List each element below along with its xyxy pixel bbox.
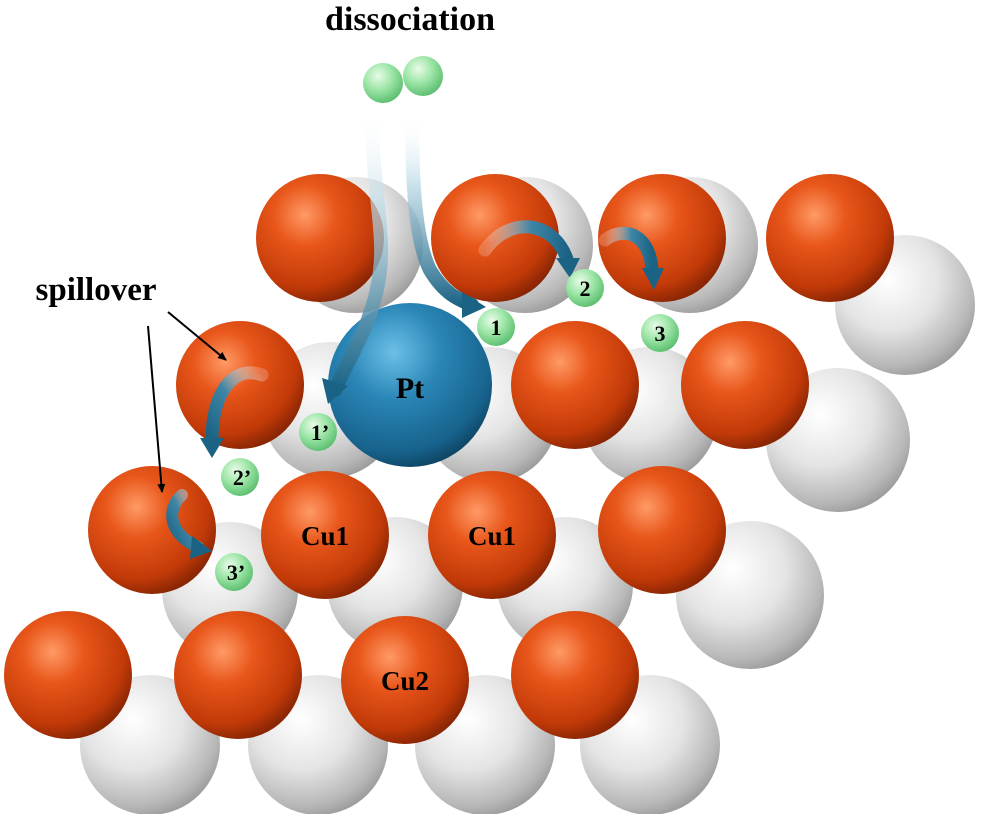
cu1-left-label: Cu1	[301, 521, 349, 551]
dissociation-arrows	[322, 103, 486, 404]
arc-2p-to-3p	[166, 489, 204, 553]
dissociation-label: dissociation	[325, 1, 495, 38]
pointer-line	[147, 325, 166, 493]
copper-layer	[4, 174, 894, 744]
arrowhead	[556, 258, 580, 278]
cu-atom	[511, 611, 639, 739]
site-1-label: 1	[491, 315, 502, 340]
cu-atom	[511, 321, 639, 449]
hydrogen-atom	[403, 56, 443, 96]
arrowhead	[462, 292, 486, 318]
stream-to-site-1	[405, 108, 479, 312]
cu1-right-label: Cu1	[468, 521, 516, 551]
site-2p-label: 2’	[233, 465, 251, 490]
site-2-label: 2	[580, 276, 591, 301]
pointer-line	[167, 311, 227, 361]
arc-2-to-3	[598, 226, 659, 277]
spillover-label: spillover	[36, 272, 157, 308]
site-1-atom	[477, 308, 515, 346]
cu-atom	[766, 174, 894, 302]
cu-atom	[681, 321, 809, 449]
cu-atom	[256, 174, 384, 302]
cu-atom-cu1	[428, 471, 556, 599]
site-3-label: 3	[655, 321, 666, 346]
cu-atom-cu1	[261, 471, 389, 599]
arrowhead	[190, 536, 212, 559]
site-3p-atom	[215, 553, 253, 591]
arrowhead	[322, 378, 348, 404]
cu-atom-cu2	[341, 616, 469, 744]
arrowhead	[200, 438, 224, 458]
stream-to-pt	[328, 103, 389, 397]
cu-atom	[598, 174, 726, 302]
h2-molecule	[363, 56, 443, 103]
cu-atom	[4, 611, 132, 739]
pt-atom	[328, 303, 492, 467]
site-3-atom	[641, 314, 679, 352]
site-1p-atom	[299, 413, 337, 451]
adsorption-sites	[215, 269, 679, 591]
arc-1p-to-2p	[205, 366, 269, 447]
site-3p-label: 3’	[227, 560, 245, 585]
spillover-arcs	[166, 220, 664, 559]
arc-1-to-2	[478, 220, 575, 269]
cu-atom	[176, 321, 304, 449]
hydrogen-atom	[363, 63, 403, 103]
site-2p-atom	[221, 458, 259, 496]
site-1p-label: 1’	[311, 420, 329, 445]
cu-atom	[598, 466, 726, 594]
spillover-pointers	[147, 311, 227, 493]
cu-atom	[174, 611, 302, 739]
pt-label: Pt	[396, 372, 424, 405]
cu2-label: Cu2	[381, 666, 429, 696]
cu-atom	[88, 466, 216, 594]
arrowhead	[642, 268, 664, 290]
site-2-atom	[566, 269, 604, 307]
